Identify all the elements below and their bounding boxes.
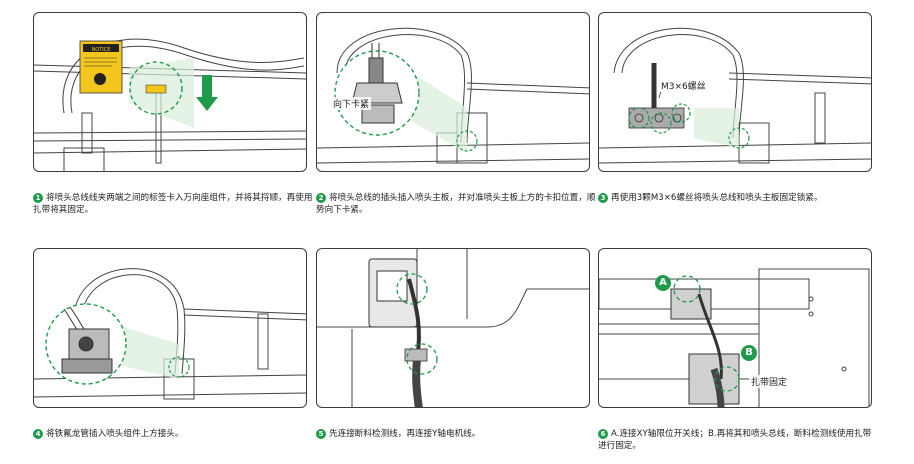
label-b-badge: B [741, 345, 757, 361]
step-1-text: 将喷头总线线夹两端之间的标签卡入万向座组件，并将其捋顺，再使用扎带将其固定。 [33, 193, 313, 215]
step-4-text: 将铁氟龙管插入喷头组件上方接头。 [46, 429, 184, 439]
step-5-illustration [316, 248, 590, 408]
screw-callout: M3×6螺丝 [659, 79, 708, 92]
step-1-number: 1 [33, 193, 43, 203]
step-6-number: 6 [598, 429, 608, 439]
step-2-illustration: 向下卡紧 [316, 12, 590, 172]
step-4-number: 4 [33, 429, 43, 439]
notice-label-text: NOTICE [92, 47, 111, 53]
tie-callout: 扎带固定 [749, 375, 790, 388]
step-6-text: A.连接XY轴限位开关线；B.再将其和喷头总线，断料检测线使用扎带进行固定。 [598, 429, 872, 451]
step-3-text: 再使用3颗M3×6螺丝将喷头总线和喷头主板固定锁紧。 [611, 193, 823, 203]
label-a-badge: A [655, 275, 671, 291]
step-1-illustration: NOTICE [33, 12, 307, 172]
step-5-text: 先连接断料检测线，再连接Y轴电机线。 [329, 429, 481, 439]
step-3-illustration: M3×6螺丝 [598, 12, 872, 172]
step-4-illustration [33, 248, 307, 408]
step-3-number: 3 [598, 193, 608, 203]
push-down-callout: 向下卡紧 [331, 97, 372, 110]
step-6-illustration: A B 扎带固定 [598, 248, 872, 408]
step-2-text: 将喷头总线的插头插入喷头主板，并对准喷头主板上方的卡扣位置，顺势向下卡紧。 [316, 193, 596, 215]
step-2-number: 2 [316, 193, 326, 203]
step-5-number: 5 [316, 429, 326, 439]
